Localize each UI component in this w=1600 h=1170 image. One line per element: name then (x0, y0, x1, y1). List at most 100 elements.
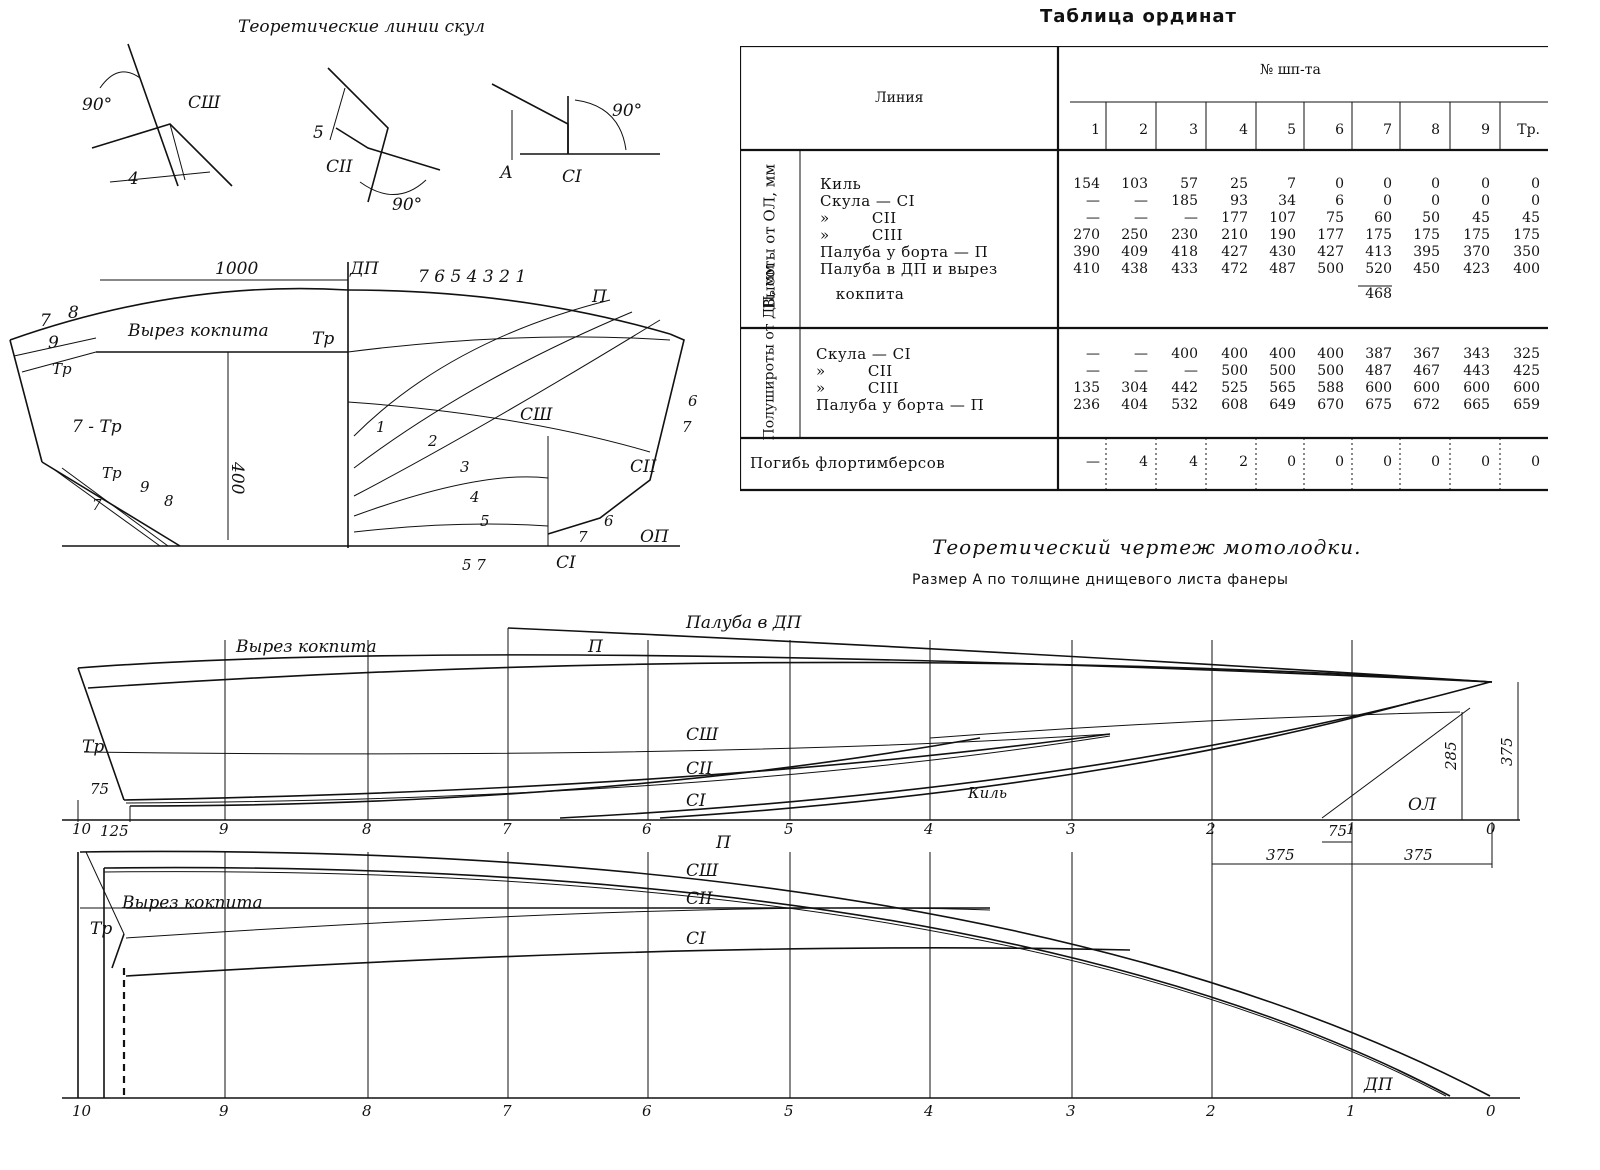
group1-row-label: » СIII (820, 226, 904, 244)
group1-cell: 427 (1317, 244, 1344, 260)
plan-station-3: 3 (1066, 1102, 1076, 1120)
group1-cell: 450 (1413, 261, 1440, 277)
bp-dim-400: 400 (227, 461, 247, 495)
group1-cell: 177 (1317, 227, 1344, 243)
dim-4-label: 4 (127, 169, 139, 189)
table-station-header: № шп-та (1260, 62, 1321, 78)
plan-c3: СШ (686, 861, 719, 881)
plan-station-0: 0 (1486, 1102, 1496, 1120)
group2-cell: 400 (1269, 346, 1296, 362)
group2-cell: 525 (1221, 380, 1248, 396)
bp-dp-label: ДП (349, 259, 380, 279)
bp-c3-label: СШ (520, 405, 553, 425)
group2-cell: 532 (1171, 397, 1198, 413)
group1-cell: — (1184, 210, 1198, 226)
plan-station-2: 2 (1205, 1102, 1216, 1120)
profile-keel: Киль (967, 784, 1007, 802)
bp-op-label: ОП (640, 527, 670, 547)
group2-cell: 236 (1073, 397, 1100, 413)
pogib-cell-2: 4 (1139, 454, 1148, 470)
group2-cell: 400 (1317, 346, 1344, 362)
group2-cell: — (1086, 346, 1100, 362)
station-header-3: 3 (1189, 122, 1198, 138)
bp-bottom-tr: Тр (102, 464, 122, 482)
bp-right-7: 7 (682, 418, 692, 436)
station-header-5: 5 (1287, 122, 1296, 138)
plan-station-1: 1 (1346, 1102, 1356, 1120)
profile-c2: СII (686, 759, 713, 779)
profile-c1: СI (686, 791, 706, 811)
plan-station-6: 6 (642, 1102, 652, 1120)
station-header-7: 7 (1383, 122, 1392, 138)
profile-station-5: 5 (784, 820, 794, 838)
bp-dim-1000: 1000 (215, 259, 258, 279)
group1-cell: 487 (1269, 261, 1296, 277)
pogib-label: Погибь флортимберсов (750, 454, 946, 472)
group1-cell: 230 (1171, 227, 1198, 243)
group2-cell: 675 (1365, 397, 1392, 413)
chine-c2-label: СII (326, 157, 353, 177)
group2-cell: 325 (1513, 346, 1540, 362)
profile-d125: 125 (100, 822, 129, 840)
pogib-cell-6: 0 (1335, 454, 1344, 470)
pogib-cell-10: 0 (1531, 454, 1540, 470)
profile-c3: СШ (686, 725, 719, 745)
group2-row-label: » СIII (816, 379, 900, 397)
profile-d375b: 375 (1404, 846, 1433, 864)
group1-row-label: кокпита (820, 285, 905, 303)
pogib-cell-1: — (1086, 454, 1100, 470)
profile-cutout: Вырез кокпита (235, 637, 377, 657)
chine-details: Теоретические линии скул 90° СШ 4 5 СII … (82, 17, 660, 215)
group2-cell: 565 (1269, 380, 1296, 396)
bp-top-numbers: 7 6 5 4 3 2 1 (418, 267, 526, 287)
group1-cell: 0 (1383, 176, 1392, 192)
pogib-cell-7: 0 (1383, 454, 1392, 470)
bp-cutout-label: Вырез кокпита (127, 321, 269, 341)
profile-d375v: 375 (1498, 737, 1516, 766)
group2-cell: 487 (1365, 363, 1392, 379)
group2-row-label: Палуба у борта — П (816, 396, 985, 414)
group1-cell: 423 (1463, 261, 1490, 277)
profile-station-3: 3 (1066, 820, 1076, 838)
body-plan: 1000 ДП 400 7 8 9 Вырез кокпита Тр Тр 7 … (9, 259, 698, 574)
group1-row-label: » СII (820, 209, 897, 227)
group1-row-label: Скула — СI (820, 192, 916, 210)
profile-tr: Тр (82, 737, 104, 757)
group1-cell: 472 (1221, 261, 1248, 277)
angle-a-label: 90° (82, 95, 112, 115)
station-header-1: 1 (1091, 122, 1100, 138)
plan-station-7: 7 (502, 1102, 512, 1120)
group1-cell: 409 (1121, 244, 1148, 260)
group1-cell: 250 (1121, 227, 1148, 243)
dim-5-label: 5 (313, 123, 324, 143)
group1-cell: 350 (1513, 244, 1540, 260)
bp-label-7a: 7 (40, 311, 51, 331)
pogib-cell-4: 2 (1239, 454, 1248, 470)
chine-c3-label: СШ (188, 93, 221, 113)
group2-cell: 600 (1463, 380, 1490, 396)
profile-station-10: 10 (72, 820, 92, 838)
plan-station-4: 4 (923, 1102, 934, 1120)
profile-station-8: 8 (362, 820, 372, 838)
angle-c-label: 90° (612, 101, 642, 121)
group1-cell: 410 (1073, 261, 1100, 277)
group1-cell: 175 (1413, 227, 1440, 243)
group2-cell: — (1086, 363, 1100, 379)
group1-cell: 0 (1335, 176, 1344, 192)
group1-cell: 433 (1171, 261, 1198, 277)
group1-cell: 175 (1513, 227, 1540, 243)
group1-cell: 0 (1481, 176, 1490, 192)
group1-cell: 418 (1171, 244, 1198, 260)
group1-cell: 107 (1269, 210, 1296, 226)
group1-cell: 500 (1317, 261, 1344, 277)
bp-wl4: 4 (469, 488, 480, 506)
group1-row-label: Палуба в ДП и вырез (820, 260, 998, 278)
group1-cell: — (1086, 193, 1100, 209)
group2-cell: — (1184, 363, 1198, 379)
group1-cell: 60 (1374, 210, 1392, 226)
